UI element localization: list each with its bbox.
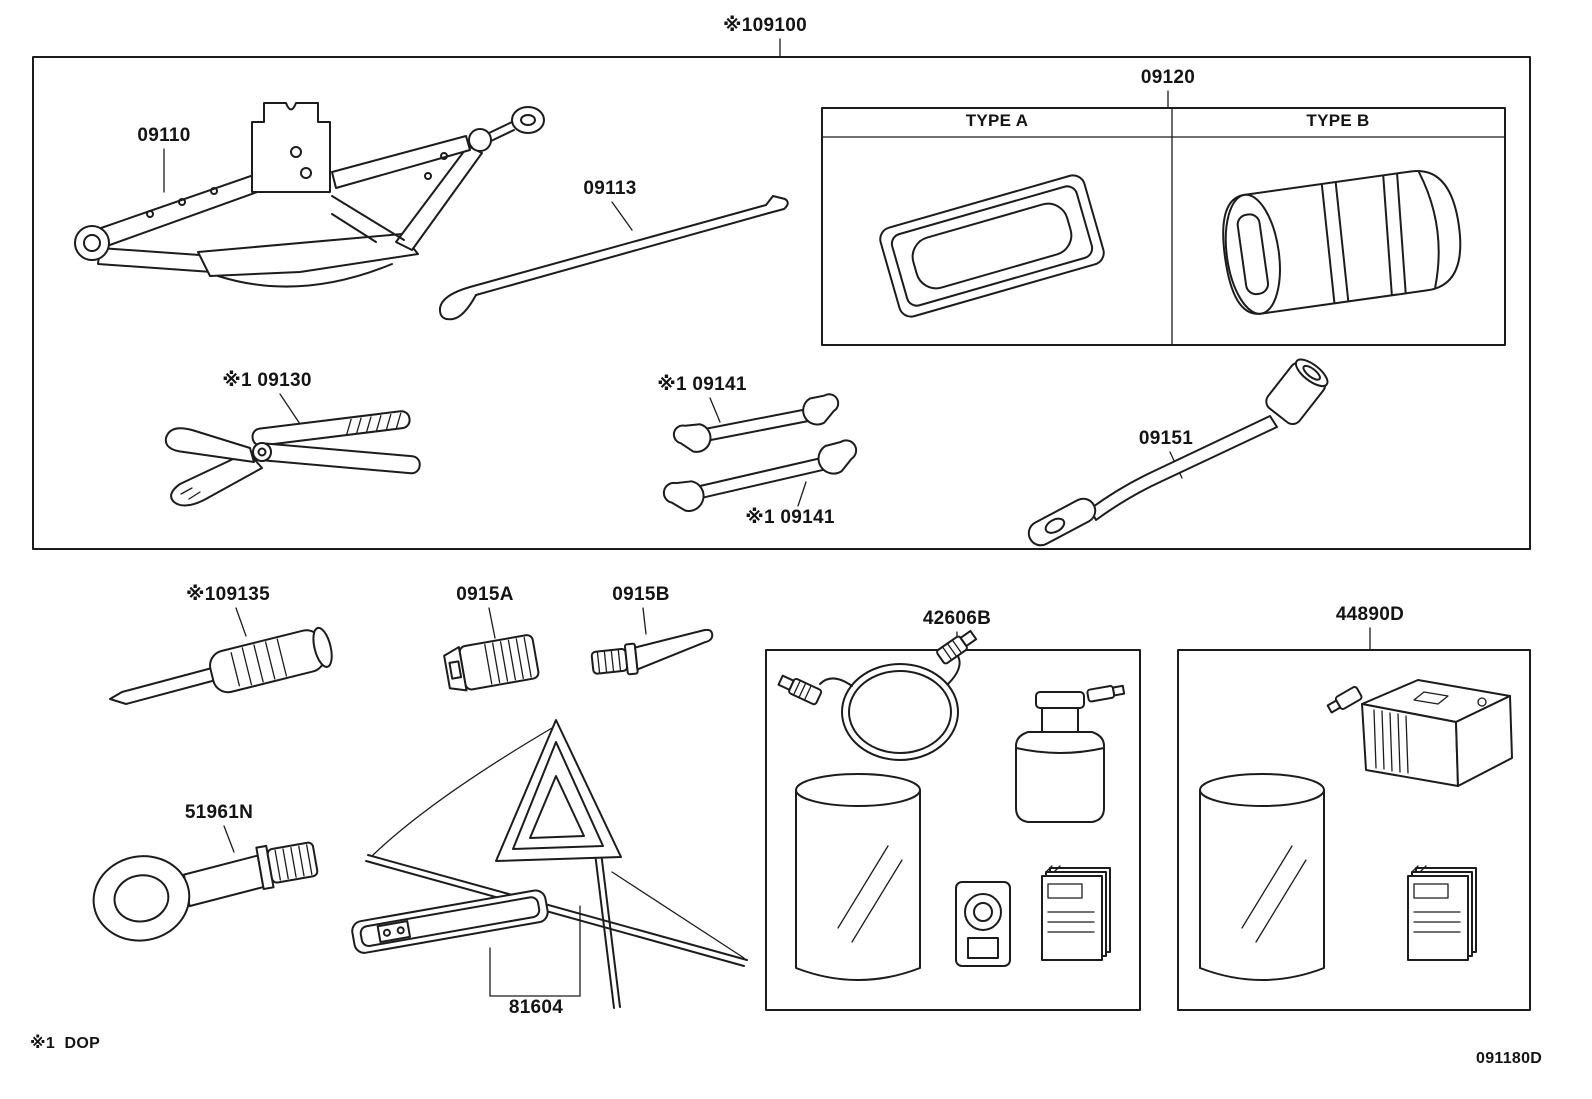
open-end-wrench-lower-illustration [662,439,858,512]
part-label-81604: 81604 [508,997,564,1018]
screwdriver-illustration [109,626,333,705]
part-label-51961n: 51961N [184,802,254,823]
air-compressor-illustration [1326,679,1513,787]
tool-bag-type-b-illustration [1222,169,1462,315]
part-label-09135: ※109135 [186,584,270,605]
tow-eyelet-illustration [92,841,319,942]
valve-gauge-illustration [955,881,1011,967]
tool-0915b-illustration [590,628,714,676]
part-label-09141-lower: ※1 09141 [745,507,835,528]
warning-triangle-illustration [351,719,748,1009]
part-label-09130: ※1 09130 [222,370,312,391]
part-label-09141-upper: ※1 09141 [657,374,747,395]
sealant-hose-illustration [777,629,978,761]
part-label-09120: 09120 [1140,67,1196,88]
part-label-0915b: 0915B [612,584,670,605]
part-label-42606b: 42606B [922,608,992,629]
leader-lines [163,148,1371,997]
wheel-nut-wrench-illustration [1027,358,1329,547]
sealant-bottle-illustration [1015,684,1126,823]
part-label-44890d: 44890D [1335,604,1405,625]
table-header-type-a: TYPE A [965,111,1029,130]
drawing-code: 091180D [1476,1050,1543,1067]
repair-kit-manual-illustration [1041,865,1111,961]
part-label-09113: 09113 [583,178,637,199]
compressor-kit-canister-illustration [1199,773,1325,981]
pliers-illustration [164,410,421,507]
scissor-jack-illustration [74,102,545,288]
tool-bag-type-a-illustration [879,174,1105,318]
repair-kit-canister-illustration [795,773,921,981]
part-label-09110: 09110 [137,125,191,146]
jack-handle-illustration [438,195,789,321]
tool-0915a-illustration [443,634,540,692]
footnote-dop: ※1 DOP [30,1035,101,1052]
compressor-kit-manual-illustration [1407,865,1477,961]
table-header-type-b: TYPE B [1306,111,1370,130]
open-end-wrench-upper-illustration [672,393,840,453]
part-label-09151: 09151 [1138,428,1194,449]
part-label-0915a: 0915A [456,584,514,605]
part-label-09100: ※109100 [723,15,807,36]
